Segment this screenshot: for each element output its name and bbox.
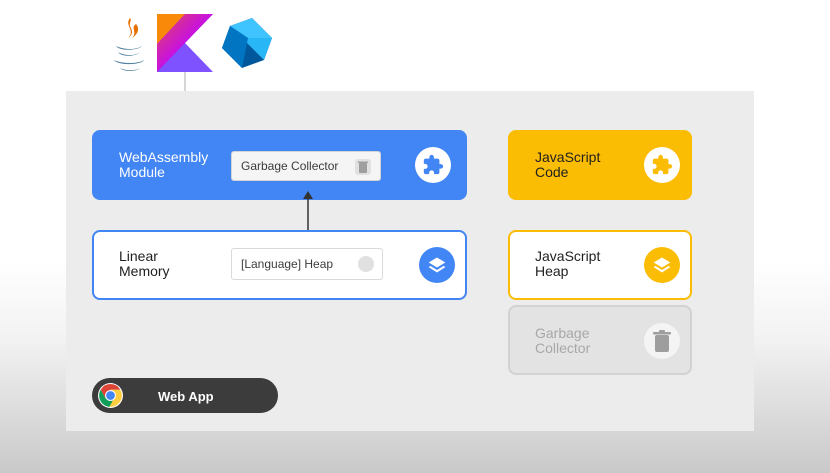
logo-connector-line (184, 72, 186, 92)
trash-icon (644, 323, 680, 359)
chrome-icon (98, 383, 123, 408)
webassembly-module-card: WebAssembly Module Garbage Collector (92, 130, 467, 200)
language-logos (106, 14, 276, 76)
dart-logo-icon (222, 18, 272, 68)
javascript-code-card: JavaScript Code (508, 130, 692, 200)
javascript-code-label: JavaScript Code (535, 149, 601, 180)
webassembly-module-label: WebAssembly Module (119, 149, 209, 180)
web-app-pill: Web App (92, 378, 278, 413)
layers-icon (419, 247, 455, 283)
linear-memory-card: Linear Memory [Language] Heap (92, 230, 467, 300)
javascript-heap-label: JavaScript Heap (535, 248, 601, 279)
puzzle-icon (415, 147, 451, 183)
java-logo-icon (114, 18, 144, 71)
garbage-collector-pill: Garbage Collector (231, 151, 381, 181)
kotlin-logo-icon (157, 14, 213, 72)
layers-icon (644, 247, 680, 283)
language-heap-pill-label: [Language] Heap (241, 257, 334, 271)
javascript-heap-card: JavaScript Heap (508, 230, 692, 300)
language-heap-pill: [Language] Heap (231, 248, 383, 280)
puzzle-icon (644, 147, 680, 183)
heap-dot-icon (358, 256, 374, 272)
javascript-garbage-collector-label: Garbage Collector (535, 325, 591, 356)
browser-panel: WebAssembly Module Garbage Collector Lin… (66, 91, 754, 431)
trash-icon (355, 159, 371, 175)
web-app-label: Web App (158, 389, 214, 404)
garbage-collector-pill-label: Garbage Collector (241, 159, 339, 173)
javascript-garbage-collector-card: Garbage Collector (508, 305, 692, 375)
linear-memory-label: Linear Memory (119, 248, 170, 279)
